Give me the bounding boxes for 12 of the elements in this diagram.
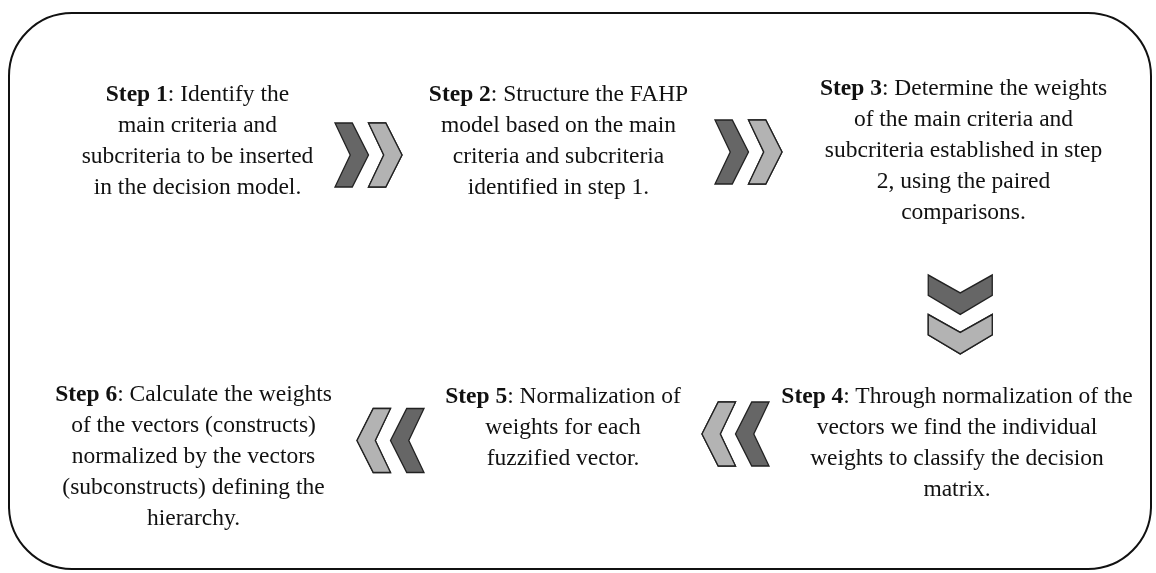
step-text: Step 5: Normalization of weights for each fuzzified vector.	[424, 354, 702, 473]
chevron-arrow	[701, 401, 771, 467]
step-text: Step 3: Determine the weights of the main criteria and subcriteria established in step 2, using the paired comparisons.	[782, 72, 1145, 275]
chevron-arrow	[333, 122, 403, 188]
step-text: Step 2: Structure the FAHP model based on the main criteria and subcriteria identified in step 1.	[402, 78, 715, 202]
step-text: Step 1: Identify the main criteria and subcriteria to be inserted in the decision model.	[60, 78, 335, 202]
chevron-arrow	[713, 119, 783, 185]
chevron-arrow	[927, 273, 993, 355]
chevron-arrow	[356, 407, 426, 474]
rounded-frame	[8, 12, 1152, 570]
step-text: Step 4: Through normalization of the vectors we find the individual weights to classify the decision matrix.	[769, 354, 1145, 504]
step-text: Step 6: Calculate the weights of the vectors (constructs) normalized by the vectors (subconstructs) defining the hierarchy.	[30, 352, 357, 533]
